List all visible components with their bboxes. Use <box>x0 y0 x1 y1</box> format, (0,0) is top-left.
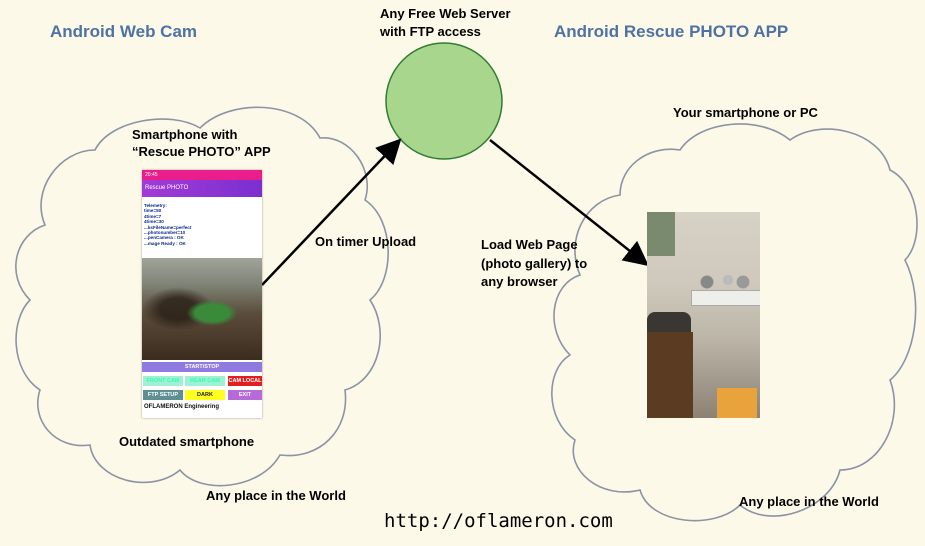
phone-footer: OFLAMERON Engineering <box>144 404 219 410</box>
your-smartphone-label: Your smartphone or PC <box>673 105 818 120</box>
left-heading: Android Web Cam <box>50 22 198 41</box>
load-arrow <box>489 139 649 267</box>
server-label-line1: Any Free Web Server <box>380 6 511 21</box>
start-stop-button[interactable]: START/STOP <box>142 362 262 372</box>
web-server-node <box>385 42 503 160</box>
ftp-setup-button[interactable]: FTP SETUP <box>143 390 183 400</box>
phone-telemetry: Telemetry: time=50 4time=7 4time=30 ...k… <box>144 203 192 246</box>
left-cloud <box>15 106 389 487</box>
load-label-line2: (photo gallery) to <box>481 256 588 271</box>
phone-caption-line1: Smartphone with <box>132 127 238 142</box>
phone-screenshot: 20:45 Rescue PHOTO Telemetry: time=50 4t… <box>142 170 262 418</box>
website-url: http://oflameron.com <box>384 510 613 532</box>
upload-arrow <box>261 138 402 286</box>
dark-button[interactable]: DARK <box>185 390 225 400</box>
server-label-line2: with FTP access <box>380 24 481 39</box>
load-label-line1: Load Web Page <box>481 237 578 252</box>
phone-app-title: Rescue PHOTO <box>142 180 262 197</box>
cam-local-button[interactable]: CAM LOCAL <box>228 376 262 386</box>
rear-cam-button[interactable]: REAR CAM <box>185 376 225 386</box>
phone-status-bar: 20:45 <box>142 170 262 180</box>
front-cam-button[interactable]: FRONT CAM <box>143 376 183 386</box>
phone-caption-line2: “Rescue PHOTO” APP <box>132 144 271 159</box>
camera-preview-image <box>142 258 262 360</box>
upload-label: On timer Upload <box>315 234 417 249</box>
outdated-smartphone-label: Outdated smartphone <box>119 434 255 449</box>
gallery-photo <box>647 212 760 418</box>
exit-button[interactable]: EXIT <box>228 390 262 400</box>
load-label-line3: any browser <box>481 274 558 289</box>
right-heading: Android Rescue PHOTO APP <box>554 22 789 41</box>
right-cloud <box>551 123 918 522</box>
right-place-label: Any place in the World <box>739 494 879 509</box>
left-place-label: Any place in the World <box>206 488 346 503</box>
